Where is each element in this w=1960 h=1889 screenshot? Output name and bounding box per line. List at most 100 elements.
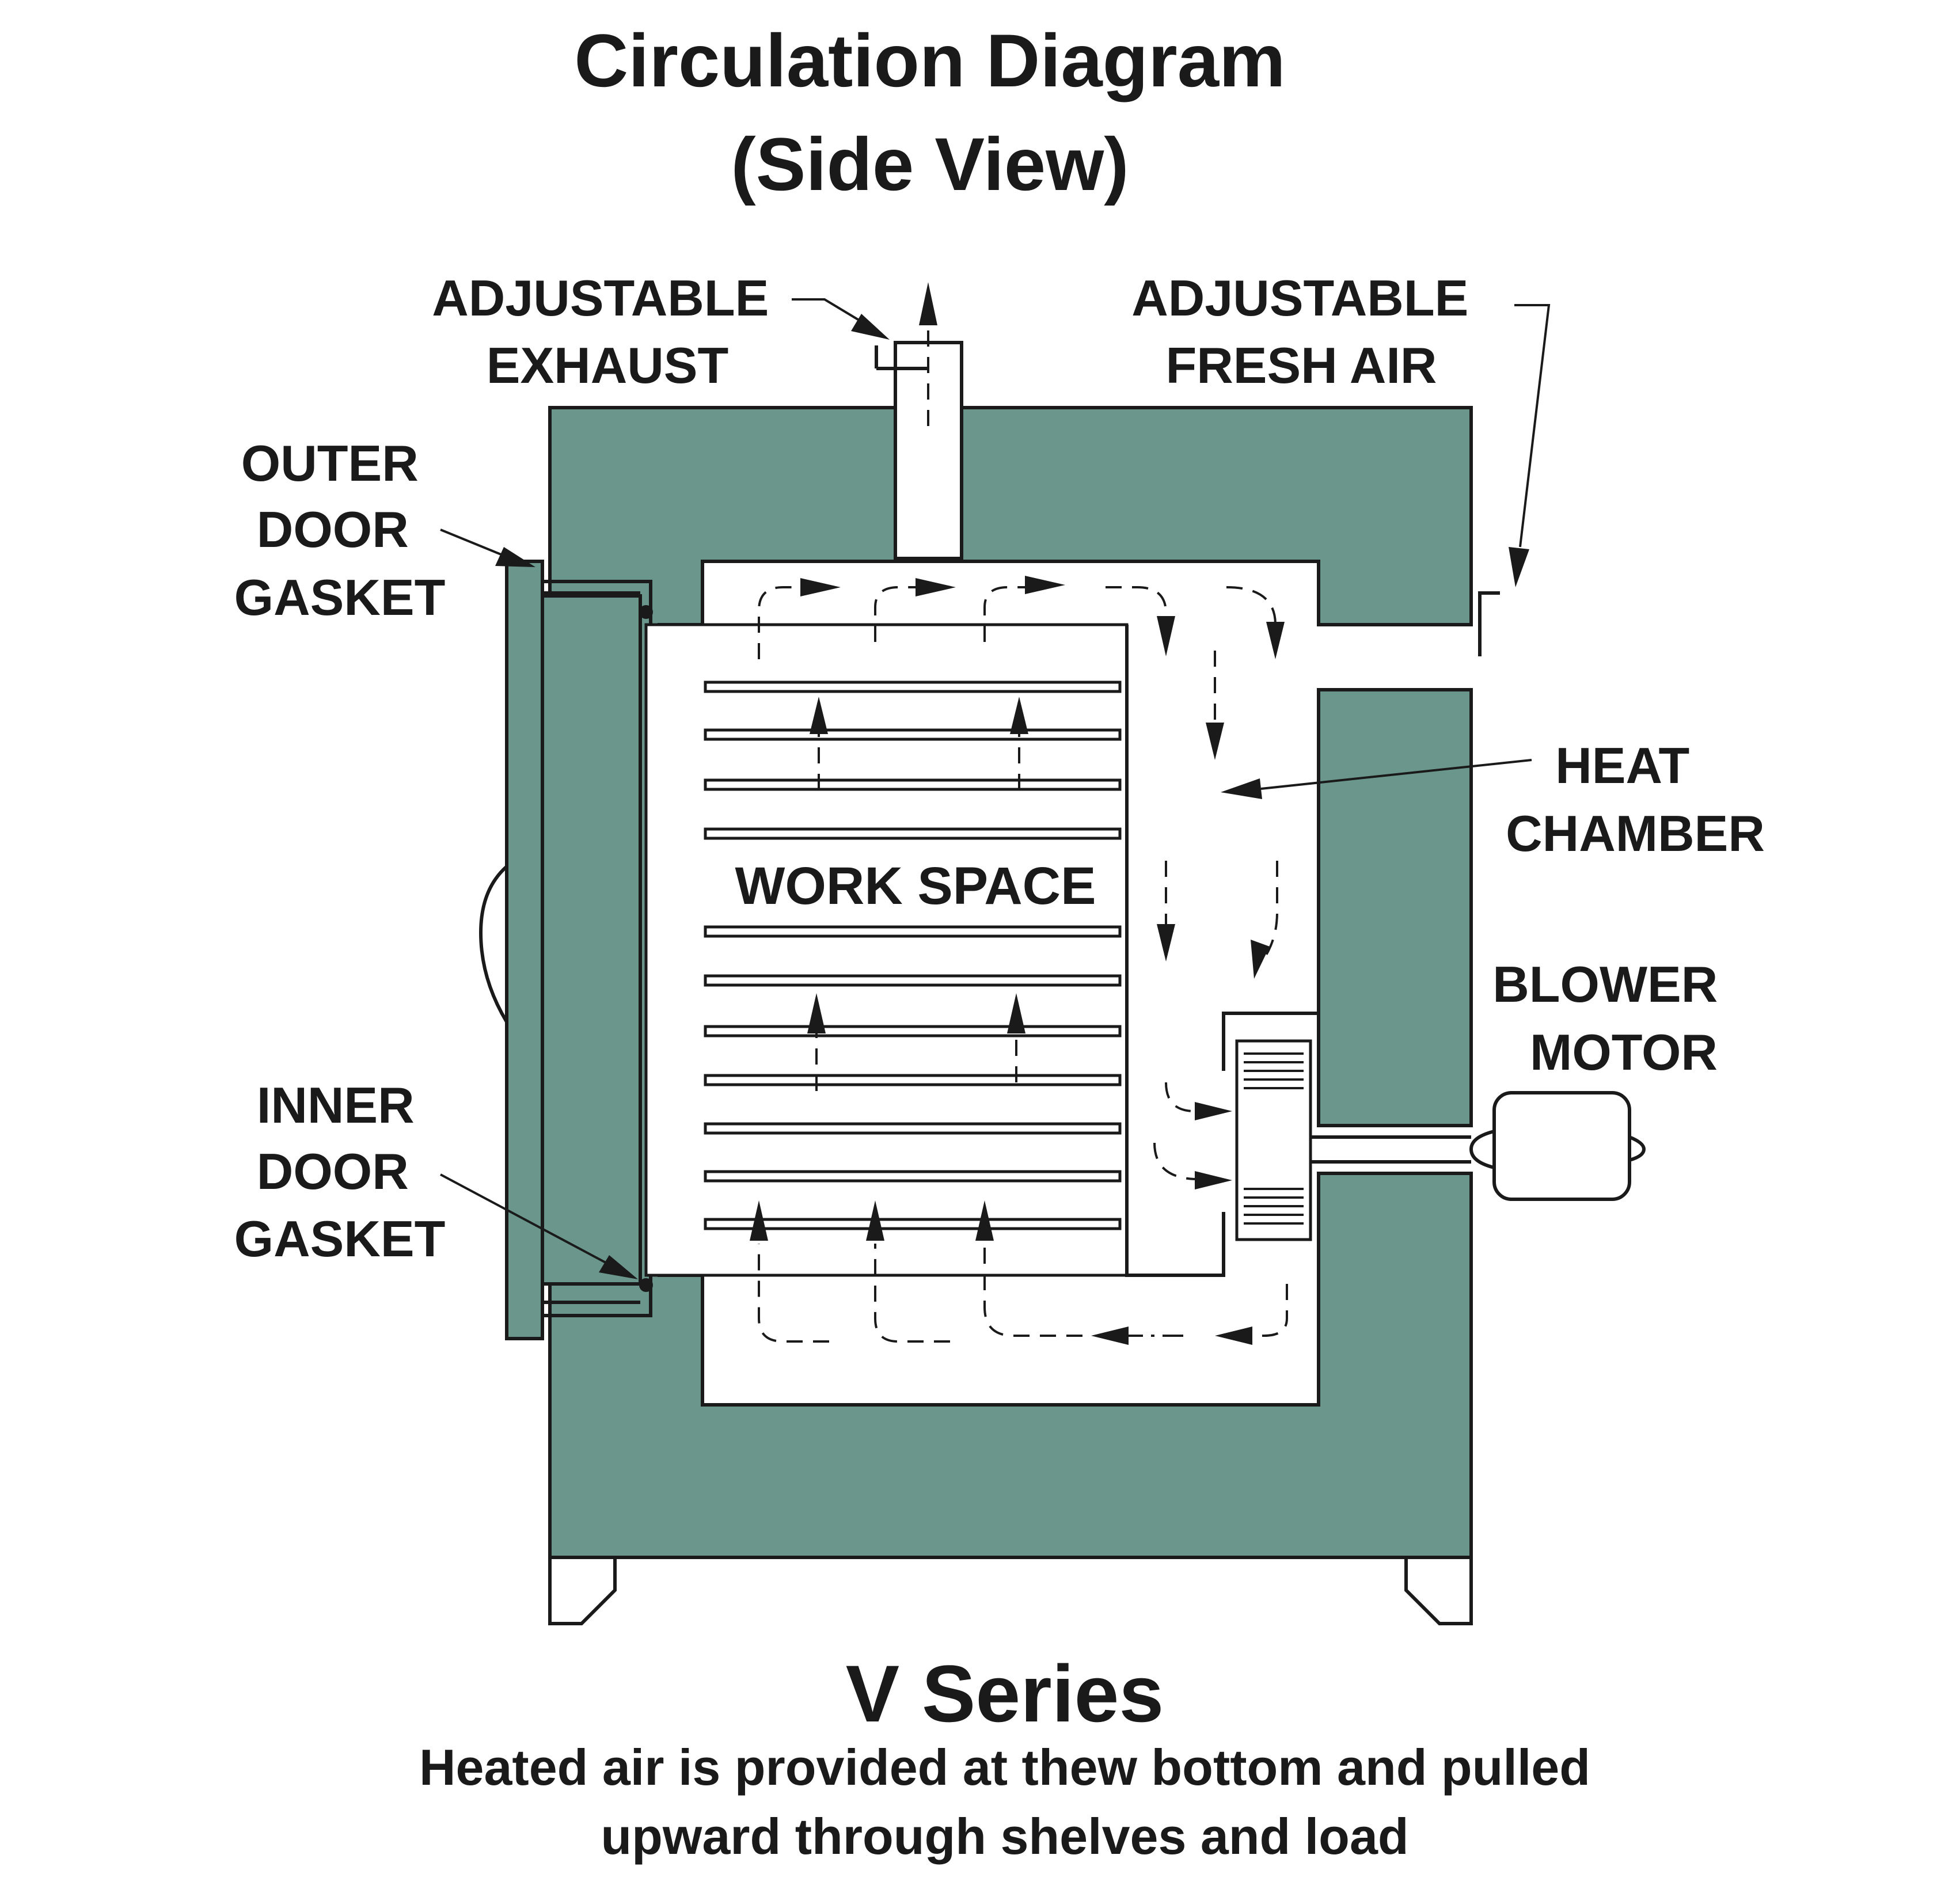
- arrow-up: [1010, 697, 1028, 734]
- door-handle: [478, 865, 508, 1023]
- outer-door-gasket-dot: [639, 605, 653, 619]
- airflow-chamber-down-3: [1263, 861, 1278, 960]
- arrow-up: [866, 1200, 884, 1241]
- arrow-up: [919, 282, 937, 325]
- arrow-down: [1251, 940, 1270, 979]
- label-heat-chamber-line1: HEAT: [1555, 737, 1689, 794]
- label-inner-door-gasket-line1: INNER: [257, 1077, 415, 1134]
- shelf: [704, 681, 1122, 693]
- shelf: [704, 1074, 1122, 1086]
- motor-shaft-channel: [1319, 1124, 1471, 1175]
- label-outer-door-gasket: OUTER DOOR GASKET: [234, 435, 446, 626]
- shelf: [704, 1218, 1122, 1230]
- blower-blades: [1244, 1052, 1304, 1225]
- label-blower-motor-line1: BLOWER: [1492, 956, 1718, 1013]
- leader-heat-chamber-arrowhead: [1221, 778, 1262, 799]
- airflow-bottom-loop-1: [758, 1244, 829, 1343]
- arrow-up: [1007, 993, 1025, 1033]
- airflow-bottom-loop-3: [983, 1244, 1082, 1337]
- arrow-up: [975, 1200, 994, 1241]
- arrow-right: [1195, 1102, 1232, 1120]
- arrow-up: [810, 697, 828, 734]
- caption-line-1: Heated air is provided at thew bottom an…: [419, 1739, 1590, 1796]
- callout-leaders: [440, 298, 1551, 1279]
- arrow-up: [807, 993, 826, 1033]
- label-adjustable-exhaust-line2: EXHAUST: [487, 337, 729, 394]
- arrow-up: [750, 1200, 768, 1241]
- leader-outer-gasket: [440, 529, 504, 557]
- arrow-left: [1215, 1327, 1252, 1345]
- shelf: [704, 925, 1122, 938]
- label-inner-door-gasket-line3: GASKET: [234, 1210, 446, 1267]
- arrow-left: [1091, 1327, 1129, 1345]
- motor-shaft: [1311, 1135, 1471, 1164]
- label-outer-door-gasket-line3: GASKET: [234, 569, 446, 626]
- cabinet-insulation-right-block: [1317, 688, 1473, 1127]
- leader-heat-chamber: [1260, 759, 1532, 790]
- inner-door-panel: [541, 594, 642, 1286]
- airflow-top-loop-3: [983, 586, 1042, 642]
- airflow-paths: [758, 325, 1288, 1343]
- shelf: [704, 1122, 1122, 1135]
- outer-door-panel: [505, 560, 544, 1340]
- shelf: [704, 974, 1122, 987]
- motor-end-cap-right: [1628, 1135, 1646, 1162]
- arrow-down: [1266, 622, 1285, 659]
- arrow-right: [800, 578, 841, 596]
- shelf: [704, 1170, 1122, 1183]
- airflow-top-loop-1: [758, 586, 818, 659]
- label-inner-door-gasket: INNER DOOR GASKET: [234, 1077, 446, 1267]
- caption-line-2: upward through shelves and load: [601, 1808, 1408, 1865]
- label-adjustable-fresh-air-line1: ADJUSTABLE: [1131, 269, 1468, 326]
- label-outer-door-gasket-line1: OUTER: [241, 435, 419, 492]
- blower-assembly: [1235, 1039, 1646, 1241]
- airflow-into-blower-1: [1165, 1082, 1195, 1112]
- heat-chamber-baffle: [1125, 625, 1225, 1277]
- label-adjustable-exhaust-line1: ADJUSTABLE: [432, 269, 769, 326]
- heat-chamber-space: [1127, 625, 1222, 1275]
- label-inner-door-gasket-line2: DOOR: [257, 1143, 409, 1200]
- airflow-bottom-return-1: [1232, 1284, 1288, 1337]
- airflow-bottom-loop-2: [874, 1244, 950, 1343]
- arrow-right: [916, 578, 956, 596]
- diagram-title: Circulation Diagram: [574, 18, 1285, 102]
- cabinet-foot-right: [1404, 1557, 1473, 1625]
- airflow-into-blower-2: [1153, 1142, 1195, 1180]
- airflow-top-loop-2: [874, 586, 933, 642]
- shelf: [704, 1025, 1122, 1037]
- work-space-label: WORK SPACE: [735, 857, 1096, 915]
- label-outer-door-gasket-line2: DOOR: [257, 501, 409, 558]
- leader-inner-gasket: [440, 1173, 614, 1268]
- motor-end-cap-left: [1469, 1130, 1495, 1169]
- exhaust-damper: [875, 345, 927, 370]
- leader-exhaust-arrowhead: [851, 314, 890, 340]
- arrow-down: [1206, 723, 1224, 760]
- label-adjustable-exhaust: ADJUSTABLE EXHAUST: [432, 269, 783, 394]
- inner-door-gasket-dot: [639, 1278, 653, 1292]
- cabinet-foot-left: [548, 1557, 617, 1625]
- shelf: [704, 827, 1122, 840]
- label-adjustable-fresh-air: ADJUSTABLE FRESH AIR: [1131, 269, 1483, 394]
- arrow-right: [1025, 576, 1065, 594]
- leader-fresh-air-arrowhead: [1509, 547, 1529, 587]
- arrow-down: [1157, 924, 1175, 961]
- blower-housing-top: [1222, 1012, 1319, 1071]
- leader-inner-gasket-arrowhead: [599, 1255, 638, 1279]
- label-blower-motor: BLOWER MOTOR: [1492, 956, 1732, 1081]
- label-adjustable-fresh-air-line2: FRESH AIR: [1166, 337, 1437, 394]
- leader-exhaust: [792, 298, 873, 329]
- diagram-subtitle: (Side View): [731, 122, 1129, 206]
- oven-door: [478, 560, 653, 1340]
- blower-motor-body: [1492, 1091, 1631, 1201]
- leader-outer-gasket-arrowhead: [495, 547, 535, 567]
- airflow-arrowheads: [750, 282, 1285, 1345]
- label-blower-motor-line2: MOTOR: [1530, 1024, 1718, 1081]
- label-heat-chamber-line2: CHAMBER: [1506, 805, 1765, 862]
- airflow-top-to-chamber: [1106, 586, 1167, 614]
- label-heat-chamber: HEAT CHAMBER: [1506, 737, 1765, 862]
- shelf: [704, 728, 1122, 741]
- series-title: V Series: [846, 1648, 1164, 1739]
- fresh-air-damper: [1478, 591, 1500, 656]
